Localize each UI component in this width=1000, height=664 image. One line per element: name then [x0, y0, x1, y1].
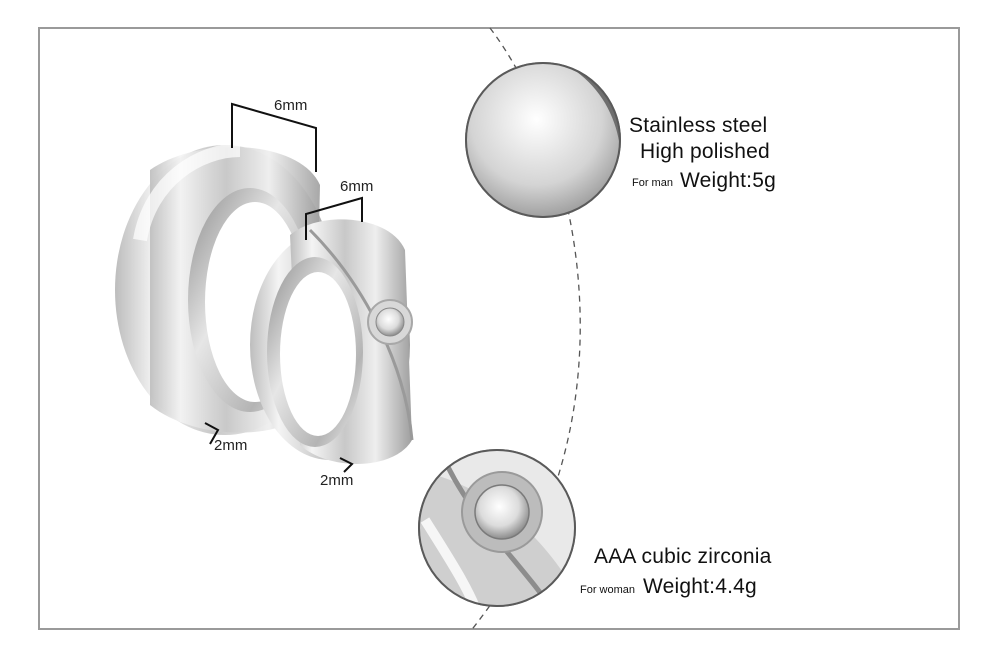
man-weight-label: Weight:5g — [680, 169, 776, 192]
woman-weight-label: Weight:4.4g — [643, 575, 757, 598]
wide-band-width-label: 6mm — [274, 97, 308, 114]
dimension-lines — [204, 102, 363, 473]
material-label: Stainless steel — [629, 114, 768, 137]
stone-label: AAA cubic zirconia — [594, 545, 772, 568]
polished-detail-lens — [465, 62, 621, 218]
zirconia-detail-lens — [418, 449, 576, 607]
for-woman-label: For woman — [580, 584, 636, 596]
wide-band-thickness-label: 2mm — [214, 437, 248, 454]
narrow-band-thickness-label: 2mm — [320, 472, 354, 489]
finish-label: High polished — [640, 140, 770, 163]
for-man-label: For man — [632, 177, 673, 189]
narrow-band-width-label: 6mm — [340, 178, 374, 195]
product-frame — [38, 27, 960, 630]
woman-ring-image — [250, 219, 414, 464]
